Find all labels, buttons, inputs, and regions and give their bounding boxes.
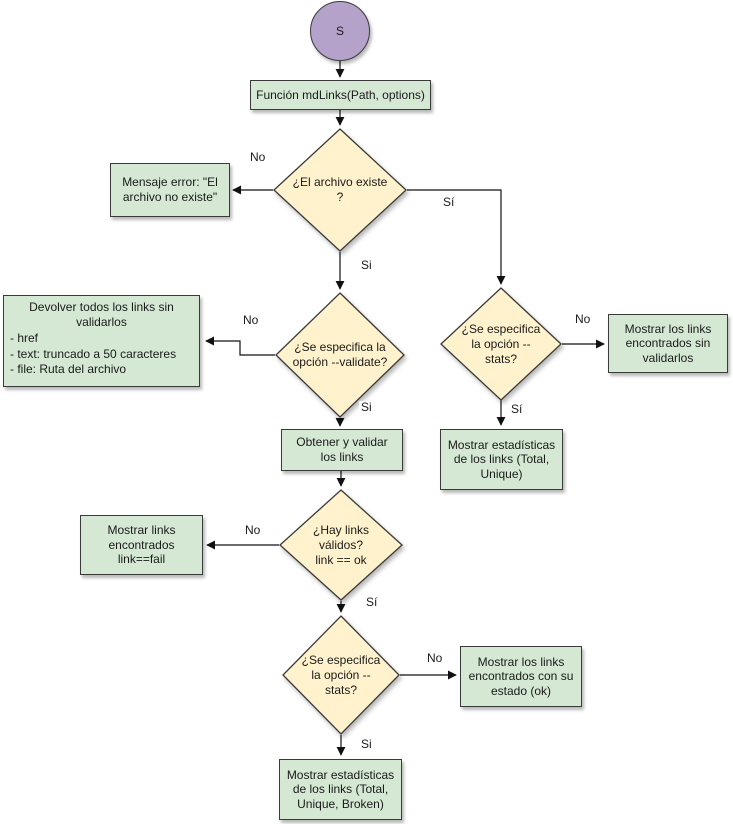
decision-archivo-existe-label: ¿El archivo existe ? — [292, 175, 388, 204]
process-devolver-item-href: - href — [10, 331, 39, 345]
decision-stats-right-label: ¿Se especifica la opción --stats? — [461, 321, 541, 366]
decision-validate: ¿Se especifica la opción --validate? — [275, 292, 405, 418]
decision-links-validos: ¿Hay links válidos? link == ok — [279, 489, 403, 601]
edge-label-statsbottom-no: No — [425, 651, 445, 666]
diamond-shape — [273, 128, 407, 252]
process-stats-total-unique: Mostrar estadísticas de los links (Total… — [440, 429, 563, 490]
decision-stats-right: ¿Se especifica la opción --stats? — [440, 287, 562, 401]
process-estado-ok-label: Mostrar los links encontrados con su est… — [468, 654, 574, 698]
process-devolver-item-text: - text: truncado a 50 caracteres — [10, 346, 177, 361]
edge-label-statsbottom-si: Si — [359, 737, 374, 752]
process-stats-total-unique-label: Mostrar estadísticas de los links (Total… — [447, 437, 556, 481]
process-obtener-validar-label: Obtener y validar los links — [296, 435, 388, 464]
process-sin-validar: Mostrar los links encontrados sin valida… — [608, 314, 728, 373]
decision-stats-bottom-label: ¿Se especifica la opción --stats? — [301, 652, 381, 697]
process-stats-total-unique-broken: Mostrar estadísticas de los links (Total… — [279, 759, 402, 820]
process-sin-validar-label: Mostrar los links encontrados sin valida… — [624, 321, 712, 365]
edge-label-statsright-no: No — [573, 312, 593, 327]
process-mensaje-error-label: Mensaje error: "El archivo no existe" — [122, 175, 218, 204]
diamond-shape — [282, 615, 400, 735]
edge-label-validate-no: No — [241, 313, 261, 328]
start-node: S — [310, 1, 370, 61]
decision-stats-bottom: ¿Se especifica la opción --stats? — [282, 615, 400, 735]
edge-label-existe-si-right: Sí — [441, 195, 457, 210]
edge-existe-si-right — [407, 189, 506, 285]
process-funcion-mdlinks: Función mdLinks(Path, options) — [250, 80, 431, 110]
edge-label-statsright-si: Sí — [509, 402, 525, 417]
process-devolver-links: Devolver todos los links sin validarlos … — [3, 295, 200, 387]
start-label: S — [335, 24, 344, 38]
edge-label-validos-no: No — [243, 523, 263, 538]
process-devolver-title: Devolver todos los links sin validarlos — [29, 300, 174, 329]
process-obtener-validar: Obtener y validar los links — [281, 429, 403, 471]
process-devolver-item-file: - file: Ruta del archivo — [10, 362, 127, 377]
process-links-fail: Mostrar links encontrados link==fail — [80, 515, 203, 575]
process-funcion-label: Función mdLinks(Path, options) — [256, 87, 425, 102]
decision-links-validos-line2: link == ok — [315, 552, 367, 567]
diamond-shape — [275, 292, 405, 418]
edge-label-validos-si: Sí — [364, 595, 380, 610]
process-estado-ok: Mostrar los links encontrados con su est… — [460, 646, 582, 707]
decision-links-validos-label: ¿Hay links válidos? link == ok — [279, 489, 403, 601]
edge-label-existe-si-down: Si — [359, 258, 374, 273]
decision-archivo-existe: ¿El archivo existe ? — [273, 128, 407, 252]
process-mensaje-error: Mensaje error: "El archivo no existe" — [110, 163, 230, 217]
process-stats-total-unique-broken-label: Mostrar estadísticas de los links (Total… — [286, 767, 395, 811]
process-links-fail-label: Mostrar links encontrados link==fail — [107, 523, 176, 567]
edge-label-validate-si: Si — [359, 400, 374, 415]
diamond-shape — [279, 489, 403, 601]
edge-label-existe-no: No — [248, 150, 268, 165]
diamond-shape — [440, 287, 562, 401]
edge-validate-no — [205, 336, 275, 356]
decision-validate-label: ¿Se especifica la opción --validate? — [292, 340, 388, 369]
decision-links-validos-line1: ¿Hay links válidos? — [312, 522, 369, 552]
